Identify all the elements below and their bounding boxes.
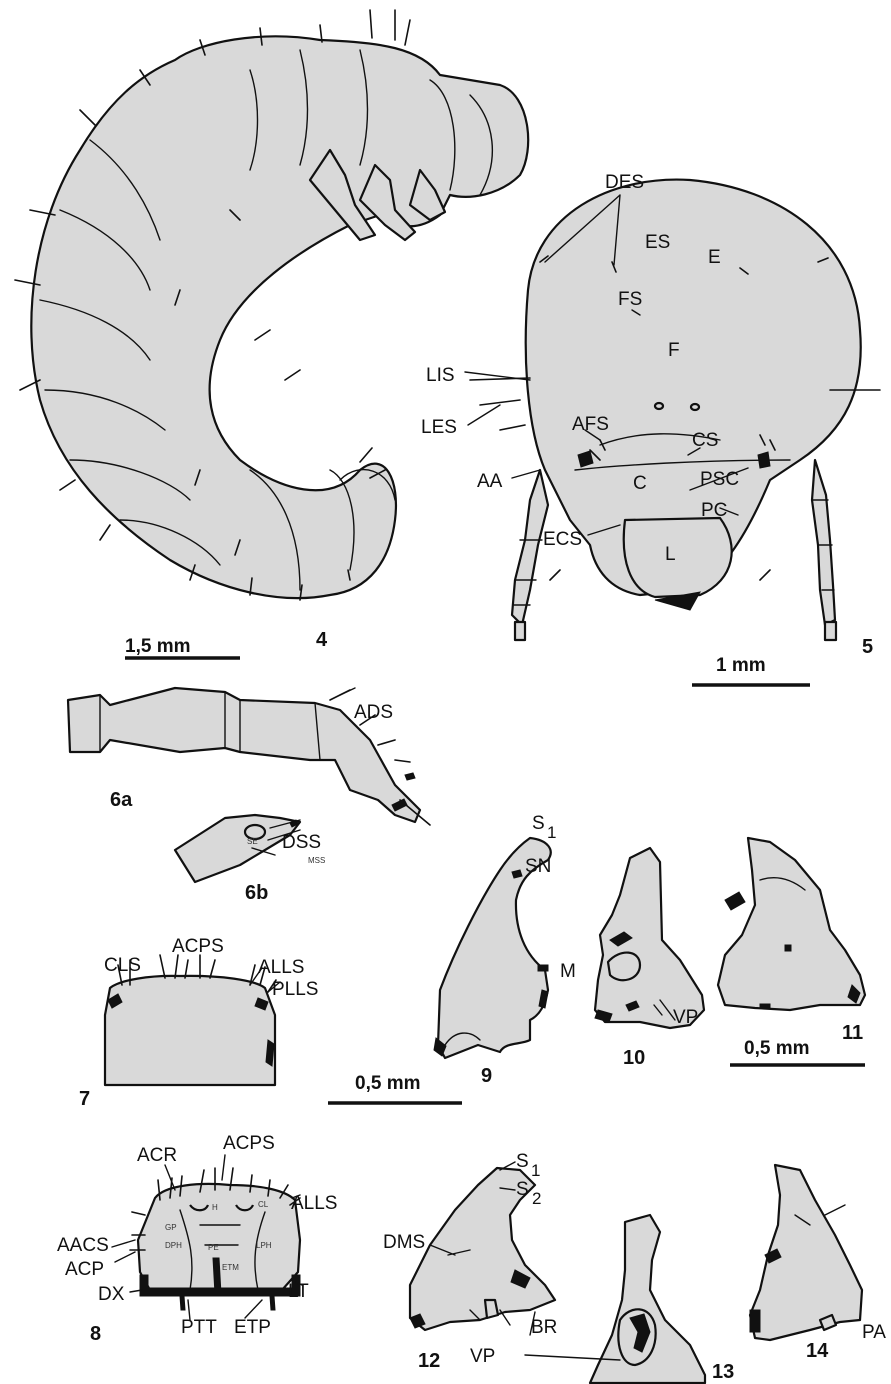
fig5-label-des: DES <box>605 172 644 193</box>
fig8-label-cl: CL <box>258 1200 269 1209</box>
fig12-label-dms: DMS <box>383 1232 425 1253</box>
fig8-label-etm: ETM <box>222 1263 239 1272</box>
fig5-label-c: C <box>633 473 647 494</box>
fig12-label-s2-sub: 2 <box>532 1189 541 1208</box>
fig12-mandible-drawing <box>410 1162 555 1335</box>
fig5-label-l: L <box>665 544 676 565</box>
fig9-number: 9 <box>481 1065 492 1087</box>
fig6a-label-ads: ADS <box>354 702 393 723</box>
scale-bar-4-label: 0,5 mm <box>744 1038 809 1059</box>
fig5-number: 5 <box>862 636 873 658</box>
fig5-label-e: E <box>708 247 721 268</box>
fig8-label-gp: GP <box>165 1223 177 1232</box>
fig8-label-dph: DPH <box>165 1241 182 1250</box>
fig5-label-cs: CS <box>692 430 718 451</box>
fig10-label-vp: VP <box>673 1007 698 1028</box>
fig12-label-s1: S <box>516 1151 529 1172</box>
fig6b-label-dss: DSS <box>282 832 321 853</box>
fig9-label-m: M <box>560 961 576 982</box>
fig5-label-ecs: ECS <box>543 529 582 550</box>
fig11-number: 11 <box>842 1022 863 1044</box>
fig8-number: 8 <box>90 1323 101 1345</box>
fig8-label-alls: ALLS <box>291 1193 337 1214</box>
fig8-label-acr: ACR <box>137 1145 177 1166</box>
fig8-label-h: H <box>212 1203 218 1212</box>
fig8-label-pe: PE <box>208 1243 219 1252</box>
fig12-label-s1-sub: 1 <box>531 1161 540 1180</box>
fig8-label-acp: ACP <box>65 1259 104 1280</box>
fig9-label-s-sub1: 1 <box>547 823 556 842</box>
fig7-label-alls: ALLS <box>258 957 304 978</box>
fig6a-number: 6a <box>110 789 133 811</box>
fig5-label-afs: AFS <box>572 414 609 435</box>
fig6b-label-mss: MSS <box>308 856 325 865</box>
fig13-number: 13 <box>712 1361 734 1383</box>
fig4-number: 4 <box>316 629 328 651</box>
fig7-number: 7 <box>79 1088 90 1110</box>
fig14-mandible-drawing <box>750 1165 862 1340</box>
fig5-label-psc: PSC <box>700 469 739 490</box>
fig11-mandible-drawing <box>718 838 865 1010</box>
fig5-label-aa: AA <box>477 471 503 492</box>
fig7-label-cls: CLS <box>104 955 141 976</box>
fig10-mandible-drawing <box>595 848 704 1028</box>
fig7-label-plls: PLLS <box>272 979 318 1000</box>
fig9-label-sn: SN <box>525 856 551 877</box>
fig9-label-s: S <box>532 813 545 834</box>
fig6b-label-se: SE <box>247 837 258 846</box>
fig6b-number: 6b <box>245 882 268 904</box>
fig8-label-lph: LPH <box>256 1241 272 1250</box>
scale-bar-1-label: 1,5 mm <box>125 636 190 657</box>
fig12-label-vp: VP <box>470 1346 495 1367</box>
fig8-label-acps: ACPS <box>223 1133 275 1154</box>
fig5-label-f: F <box>668 340 680 361</box>
fig5-label-pc: PC <box>701 500 727 521</box>
fig8-label-ptt: PTT <box>181 1317 217 1338</box>
fig7-label-acps: ACPS <box>172 936 224 957</box>
fig12-label-br: BR <box>531 1317 557 1338</box>
fig8-label-aacs: AACS <box>57 1235 109 1256</box>
fig5-label-lis: LIS <box>426 365 455 386</box>
fig5-label-les: LES <box>421 417 457 438</box>
fig5-label-fs: FS <box>618 289 642 310</box>
scale-bar-3-label: 0,5 mm <box>355 1073 420 1094</box>
fig8-label-dx: DX <box>98 1284 125 1305</box>
fig12-label-s2: S <box>516 1179 529 1200</box>
fig12-number: 12 <box>418 1350 440 1372</box>
scale-bar-2-label: 1 mm <box>716 655 766 676</box>
fig5-label-es: ES <box>645 232 670 253</box>
fig8-epipharynx-drawing <box>112 1155 302 1320</box>
fig14-number: 14 <box>806 1340 829 1362</box>
fig4-larva-drawing <box>15 10 528 600</box>
fig8-label-etp: ETP <box>234 1317 271 1338</box>
fig14-label-pa: PA <box>862 1322 886 1343</box>
fig8-label-lt: LT <box>288 1281 309 1302</box>
fig10-number: 10 <box>623 1047 645 1069</box>
fig5-head-drawing <box>465 180 880 640</box>
